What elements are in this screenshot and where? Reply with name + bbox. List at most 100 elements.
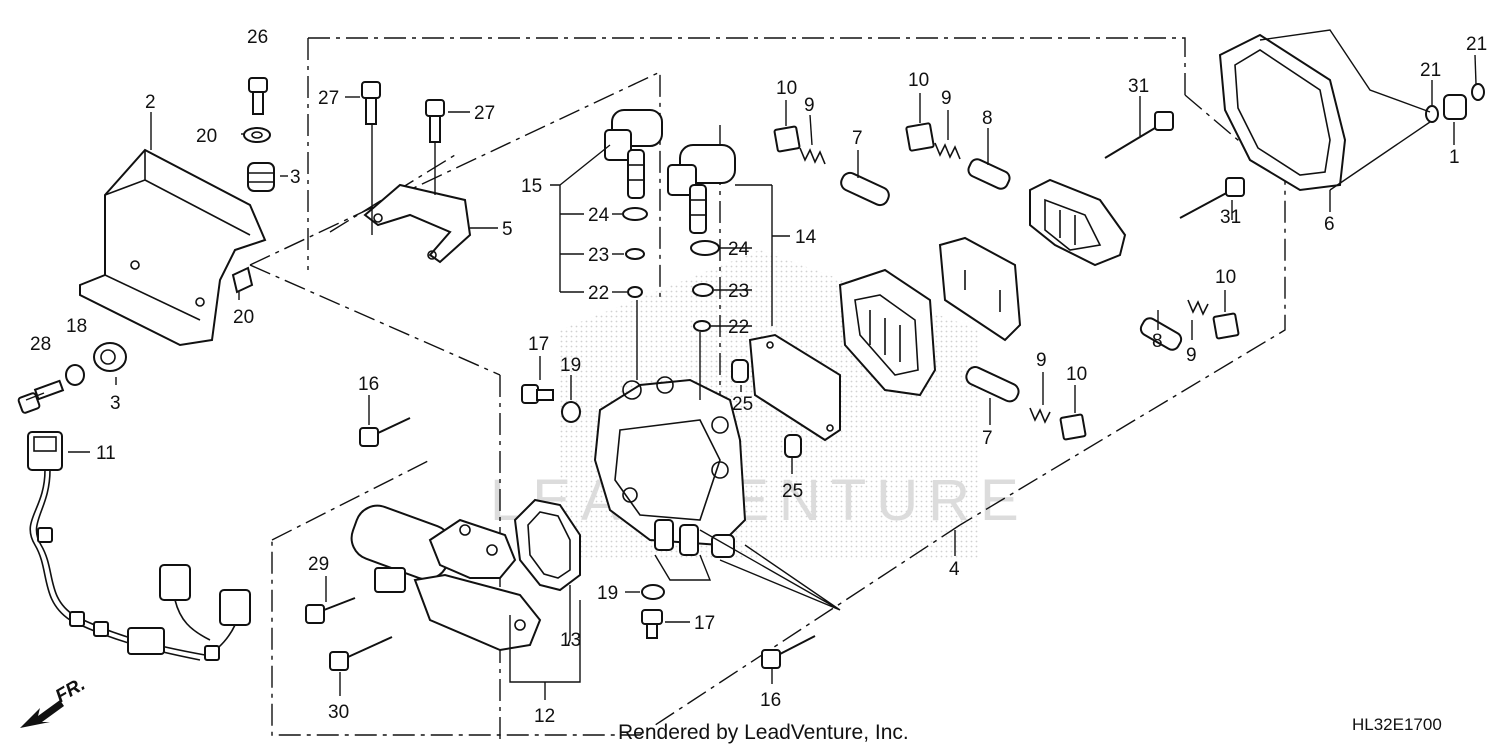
callout-20: 20 <box>233 307 254 328</box>
oring-24-right <box>690 240 720 256</box>
callout-28: 28 <box>30 334 51 355</box>
dowel-pin-upper <box>731 359 749 383</box>
callout-12: 12 <box>534 706 555 727</box>
spring-9-upper <box>799 147 826 165</box>
oring-22-left <box>627 286 643 298</box>
callout-labels: 26 2 20 3 20 28 18 3 11 27 27 5 15 24 23… <box>30 27 1487 727</box>
callout-29: 29 <box>308 554 329 575</box>
washer-18 <box>65 364 85 386</box>
callout-11: 11 <box>96 443 116 464</box>
callout-7: 7 <box>982 428 993 449</box>
washer-21-left <box>1425 105 1439 123</box>
callout-20: 20 <box>196 126 217 147</box>
collar-upper <box>243 127 271 143</box>
washer-19-upper <box>561 401 581 423</box>
watermark-text: LEADVENTURE <box>490 468 1029 533</box>
wire-harness <box>27 431 251 661</box>
linear-solenoid <box>350 504 542 652</box>
callout-19: 19 <box>560 355 581 376</box>
spring-9-lower-right <box>1187 299 1209 316</box>
clip-10-upper <box>773 125 801 153</box>
bolt-17-upper <box>521 384 554 404</box>
callout-19: 19 <box>597 583 618 604</box>
callout-26: 26 <box>247 27 268 48</box>
callout-16: 16 <box>358 374 379 395</box>
oring-24-left <box>622 207 648 221</box>
valve-body-upper <box>1029 178 1127 267</box>
bolt-27-left <box>361 81 381 125</box>
bolt-31-upper <box>1104 111 1174 159</box>
oring-22-right <box>693 320 711 332</box>
clip-10-mid <box>905 122 935 152</box>
callout-3: 3 <box>290 167 301 188</box>
bolt-30 <box>329 636 393 671</box>
valve-body-middle <box>838 268 937 397</box>
callout-1: 1 <box>1449 147 1460 168</box>
bolt-27-right <box>425 99 445 143</box>
solenoid-14 <box>667 144 736 234</box>
callout-5: 5 <box>502 219 513 240</box>
callout-9: 9 <box>941 88 952 109</box>
callout-27: 27 <box>318 88 339 109</box>
grommet-upper <box>247 162 275 192</box>
cover-gasket <box>1218 33 1347 192</box>
callout-9: 9 <box>804 95 815 116</box>
callout-31: 31 <box>1220 207 1241 228</box>
callout-9: 9 <box>1186 345 1197 366</box>
callout-13: 13 <box>560 630 581 651</box>
spool-valve-8-upper <box>967 158 1011 190</box>
callout-30: 30 <box>328 702 349 723</box>
callout-31: 31 <box>1128 76 1149 97</box>
washer-19-lower <box>641 584 665 600</box>
callout-4: 4 <box>949 559 960 580</box>
spool-valve-7-upper <box>840 171 890 207</box>
callout-25: 25 <box>732 394 753 415</box>
callout-18: 18 <box>66 316 87 337</box>
callout-22: 22 <box>728 317 749 338</box>
callout-27: 27 <box>474 103 495 124</box>
oring-23-left <box>625 248 645 260</box>
callout-10: 10 <box>1215 267 1236 288</box>
front-arrow-icon <box>20 700 64 728</box>
callout-21: 21 <box>1466 34 1487 55</box>
callout-23: 23 <box>588 245 609 266</box>
valve-body <box>593 376 747 558</box>
bolt-17-lower <box>641 609 663 639</box>
callout-24: 24 <box>728 239 750 260</box>
callout-22: 22 <box>588 283 609 304</box>
bolt-31-lower <box>1179 177 1245 219</box>
callout-24: 24 <box>588 205 610 226</box>
spool-valve-8-lower <box>1139 317 1183 351</box>
callout-6: 6 <box>1324 214 1335 235</box>
bolt-29 <box>305 597 356 624</box>
plug-1 <box>1443 94 1467 120</box>
leader-lines <box>25 29 1477 700</box>
collar-side <box>231 266 254 294</box>
washer-21-right <box>1471 83 1485 101</box>
callout-2: 2 <box>145 92 156 113</box>
separator-plate-right <box>938 236 1022 342</box>
bolt-16-lower <box>761 635 816 669</box>
solenoid-gasket <box>513 498 581 592</box>
callout-7: 7 <box>852 128 863 149</box>
callout-15: 15 <box>521 176 542 197</box>
render-credit: Rendered by LeadVenture, Inc. <box>618 721 909 744</box>
oring-23-right <box>692 283 714 297</box>
callout-10: 10 <box>1066 364 1087 385</box>
clip-10-lower <box>1059 413 1087 441</box>
bolt-28 <box>17 379 65 414</box>
callout-25: 25 <box>782 481 803 502</box>
spring-9-mid <box>934 142 961 160</box>
callout-9: 9 <box>1036 350 1047 371</box>
callout-8: 8 <box>982 108 993 129</box>
callout-10: 10 <box>776 78 797 99</box>
separator-plate-left <box>748 333 841 442</box>
callout-3: 3 <box>110 393 121 414</box>
bolt-26 <box>248 77 268 115</box>
solenoid-15 <box>604 109 663 199</box>
bracket-plate <box>363 183 472 264</box>
callout-16: 16 <box>760 690 781 711</box>
callout-14: 14 <box>795 227 817 248</box>
front-direction-indicator: FR. <box>20 674 89 728</box>
